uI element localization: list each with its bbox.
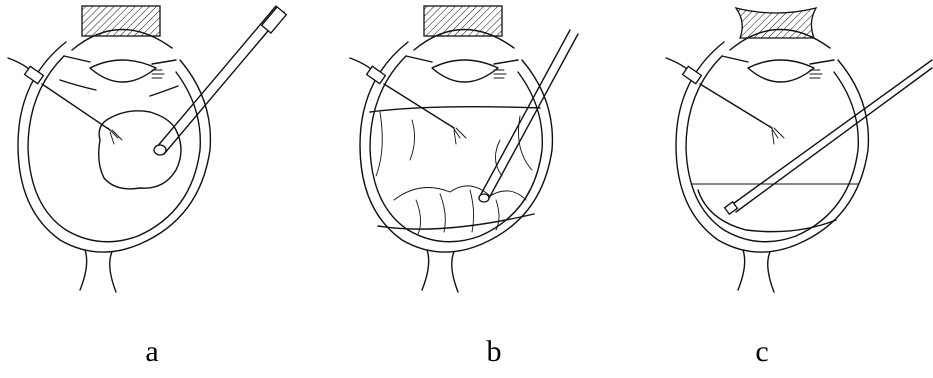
panel-a: a (0, 0, 300, 378)
retina-a (28, 56, 200, 242)
extrusion-cannula-shaft-c (730, 60, 932, 212)
vitrector-shaft-b (480, 30, 578, 200)
lens-b (432, 60, 498, 82)
membrane-top-b (370, 107, 540, 112)
zonules-b (494, 70, 506, 78)
lens-a (90, 60, 156, 82)
lens-c (748, 60, 814, 82)
vitrector-tip-a (154, 145, 166, 155)
panel-b: b (320, 0, 620, 378)
sclera-c (676, 42, 868, 252)
light-pipe-a (42, 84, 110, 130)
sclera-b (360, 42, 552, 252)
panel-label-a: a (132, 334, 172, 370)
vitrector-handle-a (262, 7, 287, 33)
optic-nerve-c (738, 250, 774, 292)
vitreous-opacity-a (99, 111, 181, 189)
eye-diagram-c (636, 0, 933, 378)
light-beam-b (452, 126, 466, 144)
light-beam-c (770, 126, 784, 144)
light-pipe-c (700, 84, 772, 128)
zonules-c (810, 70, 822, 78)
retina-c (686, 56, 858, 242)
optic-nerve-a (80, 250, 116, 292)
zonules-a (152, 70, 164, 78)
contact-lens-b (424, 6, 502, 36)
vitrector-tip-b (479, 194, 489, 202)
contact-lens-a (82, 6, 160, 36)
panel-c: c (636, 0, 933, 378)
eye-diagram-a (0, 0, 300, 378)
light-beam-a (108, 128, 122, 144)
eye-diagram-b (320, 0, 620, 378)
panel-label-c: c (742, 334, 782, 370)
panel-label-b: b (474, 334, 514, 370)
optic-nerve-b (422, 250, 458, 292)
light-pipe-b (384, 84, 454, 128)
